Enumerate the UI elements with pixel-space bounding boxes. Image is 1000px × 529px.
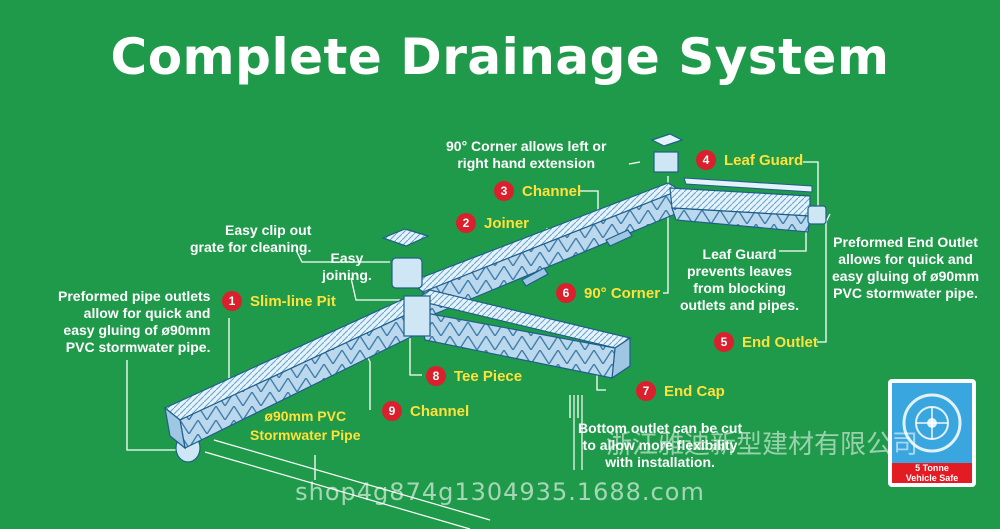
callout-label: Channel [522, 182, 582, 200]
callout-label: Slim-line Pit [250, 292, 336, 310]
vehicle-safe-text: 5 Tonne Vehicle Safe [892, 463, 972, 483]
callout-label: End Outlet [742, 333, 818, 351]
watermark-company: 浙江雅迪新型建材有限公司 [606, 430, 919, 460]
callout-number: 7 [636, 381, 656, 401]
callout-slim-line-pit: 1 Slim-line Pit [222, 291, 336, 311]
callout-label: Leaf Guard [724, 151, 804, 169]
channel-right [669, 177, 827, 233]
leader-lines [126, 161, 831, 480]
pipe-label: ø90mm PVC Stormwater Pipe [250, 408, 361, 443]
callout-tee-piece: 8 Tee Piece [426, 366, 522, 386]
loose-parts [381, 133, 684, 289]
callout-number: 3 [494, 181, 514, 201]
callout-label: Joiner [484, 214, 530, 232]
callout-number: 1 [222, 291, 242, 311]
callout-label: Tee Piece [454, 367, 523, 385]
callout-leaf-guard: 4 Leaf Guard [696, 150, 803, 170]
callout-number: 2 [456, 213, 476, 233]
callout-channel-front: 9 Channel [382, 401, 469, 421]
callout-number: 9 [382, 401, 402, 421]
callout-number: 8 [426, 366, 446, 386]
callout-channel-back: 3 Channel [494, 181, 581, 201]
vehicle-safe-badge: 5 Tonne Vehicle Safe [888, 379, 976, 487]
note-end-outlet: Preformed End Outlet allows for quick an… [832, 234, 980, 301]
callout-label: End Cap [664, 382, 725, 400]
note-corner-extension: 90° Corner allows left or right hand ext… [446, 138, 607, 171]
wheel-icon [892, 383, 972, 463]
callout-label: Channel [410, 402, 470, 420]
callout-number: 5 [714, 332, 734, 352]
note-easy-joining: Easy joining. [322, 250, 372, 283]
note-leaf-guard: Leaf Guard prevents leaves from blocking… [680, 246, 800, 313]
tee-branch [403, 289, 632, 380]
callout-end-outlet: 5 End Outlet [714, 332, 818, 352]
callout-end-cap: 7 End Cap [636, 381, 725, 401]
callout-number: 4 [696, 150, 716, 170]
page-title: Complete Drainage System [110, 28, 890, 86]
callout-label: 90° Corner [584, 284, 661, 302]
watermark-url: shop4g874g1304935.1688.com [295, 478, 705, 506]
callout-number: 6 [556, 283, 576, 303]
callout-joiner: 2 Joiner [456, 213, 529, 233]
callout-90-corner: 6 90° Corner [556, 283, 660, 303]
note-clip-out-grate: Easy clip out grate for cleaning. [190, 222, 312, 255]
note-bottom-outlet: Bottom outlet can be cut to allow more f… [578, 420, 743, 470]
note-pipe-outlets: Preformed pipe outlets allow for quick a… [58, 288, 211, 355]
